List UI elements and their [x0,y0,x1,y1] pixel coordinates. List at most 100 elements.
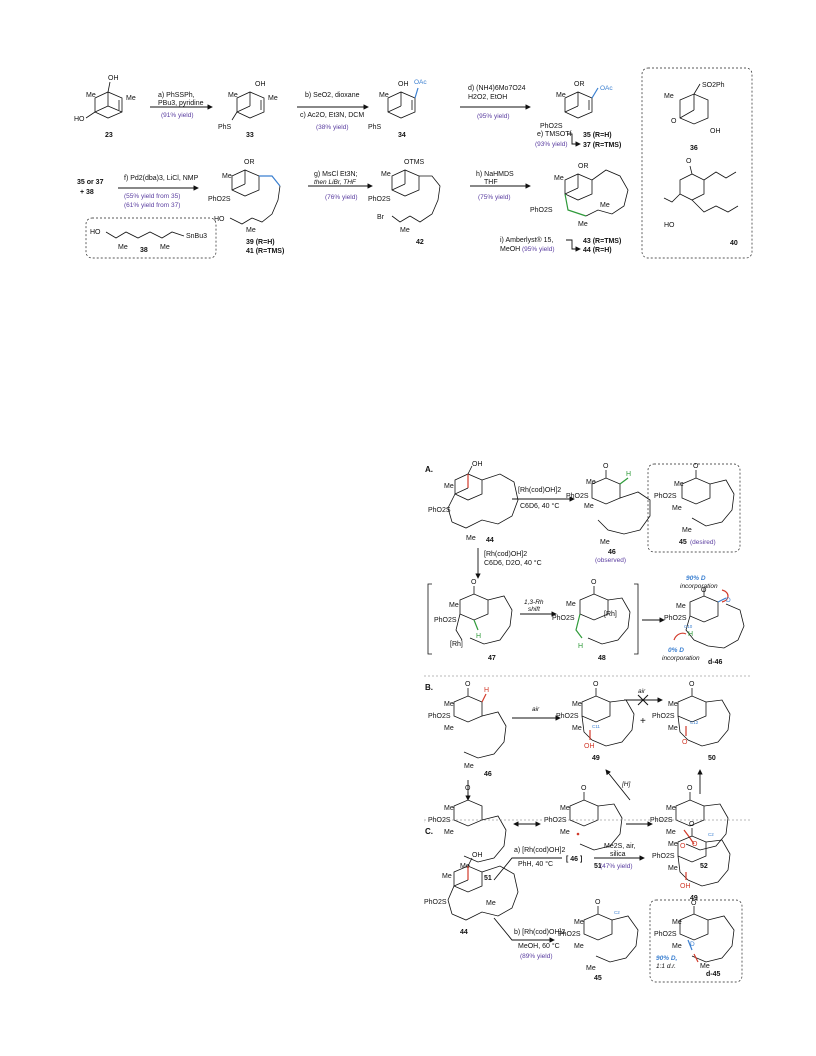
d-label: 0% D [668,647,684,654]
label-o: O [595,899,601,906]
compound-d46: 90% D incorporation O D C10 H 0% D incor… [662,575,745,666]
label-me: Me [118,244,128,251]
label-h: H [688,631,693,638]
label-rh: [Rh] [604,611,617,618]
label-ho: HO [74,116,85,123]
plus-sign: + [640,716,646,727]
compound-43: OR Me PhO2S Me Me [530,163,629,228]
compound-23: OH Me Me HO 23 [74,75,136,139]
compound-number: 49 [690,895,698,902]
reagent-text: THF [484,179,498,186]
compound-number: 42 [416,239,424,246]
yield-text: (38% yield) [316,124,349,131]
reagent-text: H2O2, EtOH [468,94,507,101]
reagent-text: a) PhSSPh, [158,92,195,99]
compound-number: 52 [700,863,708,870]
label-ho: HO [214,216,225,223]
step-d: d) (NH4)6Mo7O24 H2O2, EtOH (95% yield) [460,85,531,120]
label-oac: OAc [600,85,613,92]
incorporation-label: incorporation [662,655,700,662]
reagent-text: PhH, 40 °C [518,860,553,868]
label-pho2s: PhO2S [552,615,575,622]
bracket-right [634,583,639,655]
label-phs: PhS [368,124,382,131]
label-oh: OH [255,81,266,88]
label-me: Me [442,873,452,880]
label-me: Me [574,919,584,926]
step-f: 35 or 37 + 38 f) Pd2(dba)3, LiCl, NMP (5… [77,175,199,209]
compound-36: SO2Ph Me O OH 36 [664,82,725,152]
compound-52: O O O Me PhO2S Me 52 [650,785,729,870]
label-me: Me [126,95,136,102]
label-o: O [680,843,686,850]
compound-38: HO Me Me SnBu3 38 [90,229,207,254]
step-air: air [512,706,561,721]
reference-box [641,67,753,259]
reagent-text: f) Pd2(dba)3, LiCl, NMP [124,175,199,182]
reagent-text: g) MsCl Et3N; [314,171,358,178]
label-me: Me [222,173,232,180]
step-rh-shift: 1,3-Rh shift [520,599,557,617]
compound-number: 49 [592,755,600,762]
label-me: Me [668,841,678,848]
step-c-a: a) [Rh(cod)OH]2 PhH, 40 °C [ 46 ] Me2S, … [493,843,645,881]
compound-number: 35 (R=H) [583,132,612,139]
label-me: Me [572,725,582,732]
reagent-text: [Rh(cod)OH]2 [484,551,527,558]
reagent-text: C6D6, D2O, 40 °C [484,559,542,567]
compound-34: OAc OH Me PhS 34 [368,79,427,139]
compound-49-c: O C2 OH Me PhO2S Me 49 [652,821,731,902]
label-o: O [689,821,695,828]
carbon-label: C2 [614,910,620,915]
label-me: Me [444,805,454,812]
d-label: 90% D, [656,955,678,962]
label-or: OR [574,81,585,88]
label-d: D [726,597,731,604]
compound-number: 40 [730,240,738,247]
label-me: Me [444,483,454,490]
reagent-38-box [85,217,217,259]
label-o: O [465,681,471,688]
desired-box [647,463,741,553]
dr-label: 1:1 d.r. [656,963,676,970]
label-me: Me [400,227,410,234]
carbon-label: C2 [708,832,714,837]
label-pho2s: PhO2S [652,713,675,720]
label-me: Me [444,725,454,732]
desired-label: (desired) [690,539,716,546]
reagent-text: MeOH, 60 °C [518,942,560,950]
label-pho2s: PhO2S [208,196,231,203]
compound-number: 38 [140,247,148,254]
step-i: i) Amberlyst® 15, MeOH (95% yield) 43 (R… [500,236,621,254]
compound-number: 37 (R=TMS) [583,142,621,149]
label-o: O [692,841,698,848]
label-o: O [693,463,699,470]
label-me: Me [666,829,676,836]
label-me: Me [600,539,610,546]
label-pho2s: PhO2S [428,507,451,514]
compound-45-c: O C2 Me PhO2S Me Me 45 [558,899,639,982]
step-h: h) NaHMDS THF (75% yield) [470,171,531,201]
label-or: OR [578,163,589,170]
reagent-text: Me2S, air, [604,843,636,850]
label-o: O [671,118,677,125]
compound-number: 50 [708,755,716,762]
yield-text: (55% yield from 35) [124,193,180,200]
reagent-text: silica [610,851,626,858]
step-g: g) MsCl Et3N; then LiBr, THF (76% yield) [308,171,373,201]
label-ho: HO [664,222,675,229]
step-a-rh: [Rh(cod)OH]2 C6D6, 40 °C [512,487,575,510]
compound-number: 43 (R=TMS) [583,238,621,245]
label-o: O [603,463,609,470]
label-me: Me [586,965,596,972]
step-air-blocked: air [624,688,663,706]
label-h: H [476,633,481,640]
label-o: O [691,900,697,907]
compound-number: 44 [486,537,494,544]
yield-text: (89% yield) [520,953,553,960]
carbon-label: C12 [690,720,699,725]
label-me: Me [160,244,170,251]
label-me: Me [228,92,238,99]
compound-number: 23 [105,132,113,139]
